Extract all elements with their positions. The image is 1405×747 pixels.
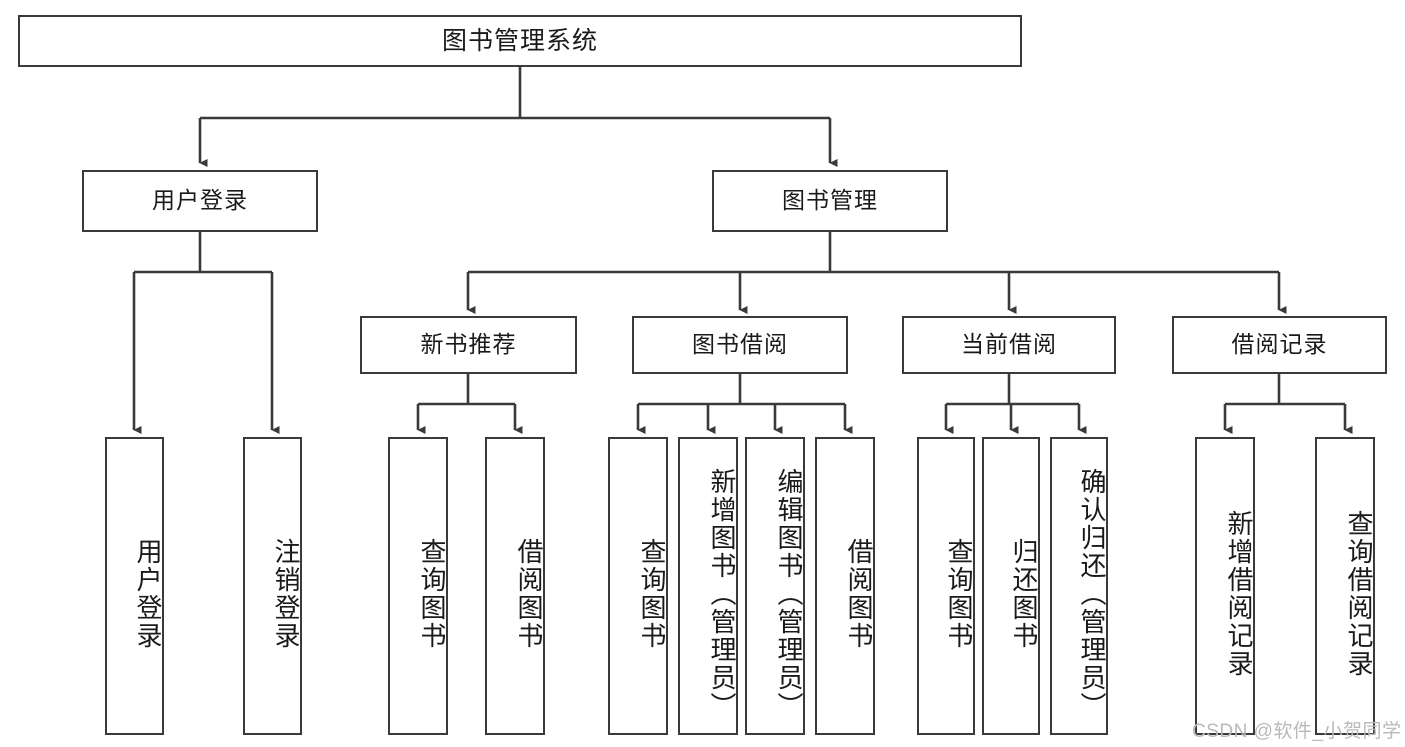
node-label: 查询借阅记录 <box>1344 510 1374 678</box>
node-leaf-user-login[interactable]: 用户登录 <box>105 437 164 735</box>
edge-group-new-book-recommend <box>416 374 523 434</box>
edge-group-root <box>198 67 838 167</box>
node-label: 图书借阅 <box>692 331 788 358</box>
csdn-watermark: CSDN @软件_小贺同学 <box>1192 721 1402 742</box>
node-leaf-confirm-return[interactable]: 确认归还（管理员） <box>1050 437 1108 735</box>
node-label: 注销登录 <box>271 538 301 650</box>
node-leaf-add-book[interactable]: 新增图书（管理员） <box>678 437 738 735</box>
node-label: 新增图书（管理员） <box>707 468 737 720</box>
edge-group-user-login <box>132 232 280 434</box>
node-leaf-borrow-book-new[interactable]: 借阅图书 <box>485 437 545 735</box>
node-label: 当前借阅 <box>961 331 1057 358</box>
node-leaf-query-book-current[interactable]: 查询图书 <box>917 437 975 735</box>
node-label: 新书推荐 <box>420 331 517 358</box>
node-user-login[interactable]: 用户登录 <box>82 170 318 232</box>
node-leaf-borrow-book[interactable]: 借阅图书 <box>815 437 875 735</box>
edge-group-book-manage <box>466 232 1287 314</box>
node-leaf-query-record[interactable]: 查询借阅记录 <box>1315 437 1375 735</box>
node-borrow-record[interactable]: 借阅记录 <box>1172 316 1387 374</box>
edge-group-book-borrow <box>636 374 853 434</box>
node-label: 图书管理系统 <box>441 27 598 55</box>
node-leaf-query-book-borrow[interactable]: 查询图书 <box>608 437 668 735</box>
edge-group-current-borrow <box>944 374 1087 434</box>
node-label: 查询图书 <box>637 538 667 650</box>
node-leaf-add-record[interactable]: 新增借阅记录 <box>1195 437 1255 735</box>
node-leaf-return-book[interactable]: 归还图书 <box>982 437 1040 735</box>
edge-group-borrow-record <box>1223 374 1353 434</box>
node-label: 归还图书 <box>1009 538 1039 650</box>
node-leaf-edit-book[interactable]: 编辑图书（管理员） <box>745 437 805 735</box>
node-label: 查询图书 <box>417 538 447 650</box>
node-label: 新增借阅记录 <box>1224 510 1254 678</box>
node-label: 用户登录 <box>133 538 163 650</box>
node-leaf-user-logout[interactable]: 注销登录 <box>243 437 302 735</box>
node-label: 编辑图书（管理员） <box>774 468 804 720</box>
node-label: 图书管理 <box>782 187 878 214</box>
node-current-borrow[interactable]: 当前借阅 <box>902 316 1116 374</box>
node-root-system[interactable]: 图书管理系统 <box>18 15 1022 67</box>
node-new-book-recommend[interactable]: 新书推荐 <box>360 316 577 374</box>
node-book-borrow[interactable]: 图书借阅 <box>632 316 848 374</box>
node-leaf-query-book-new[interactable]: 查询图书 <box>388 437 448 735</box>
node-label: 查询图书 <box>944 538 974 650</box>
node-label: 借阅图书 <box>514 538 544 650</box>
node-book-manage[interactable]: 图书管理 <box>712 170 948 232</box>
node-label: 借阅记录 <box>1231 331 1328 358</box>
node-label: 确认归还（管理员） <box>1077 468 1107 720</box>
node-label: 借阅图书 <box>844 538 874 650</box>
node-label: 用户登录 <box>152 187 248 214</box>
